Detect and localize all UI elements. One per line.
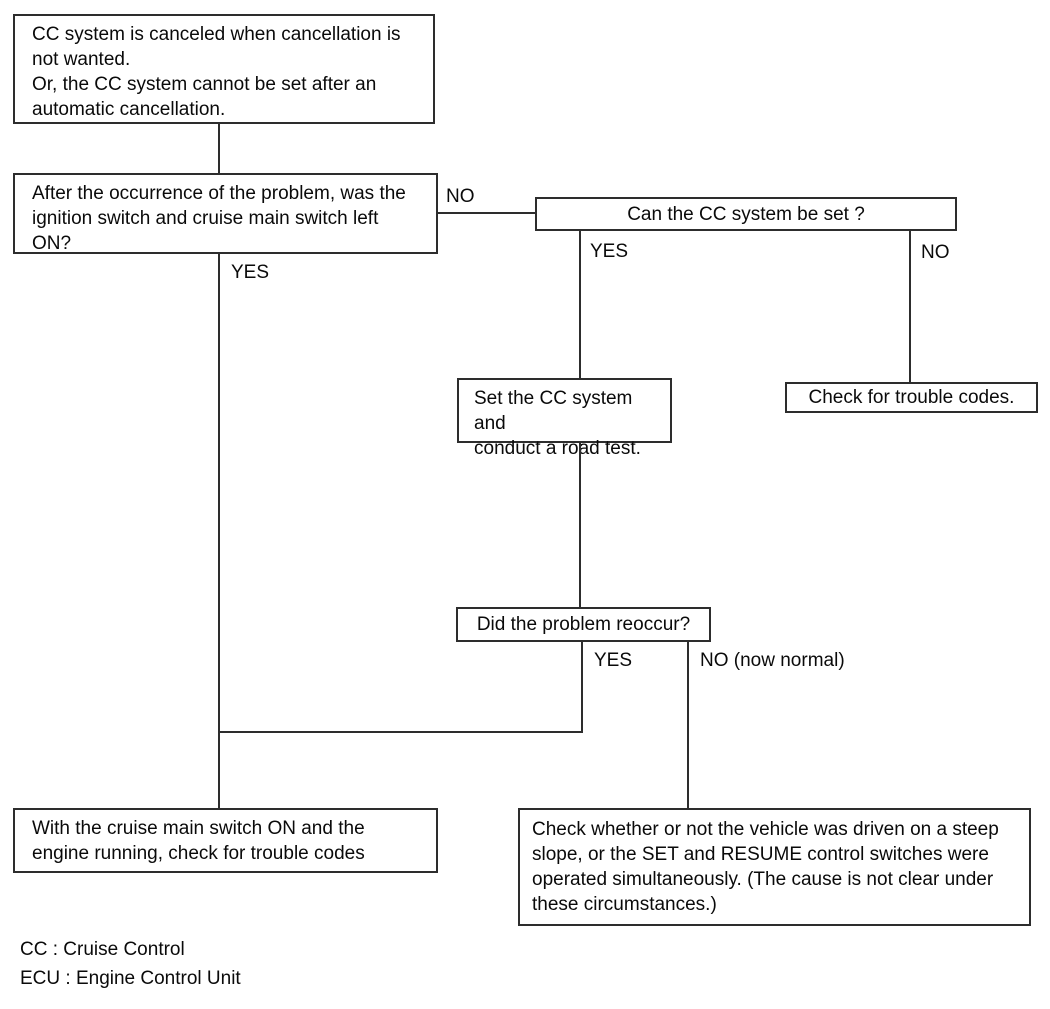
legend-ecu: ECU : Engine Control Unit <box>20 968 241 989</box>
edge-label-ignition-no: NO <box>446 186 475 207</box>
edge-label-reoccur-no: NO (now normal) <box>700 650 845 671</box>
node-question-problem-reoccur: Did the problem reoccur? <box>456 607 711 642</box>
node-check-main-switch-trouble-codes: With the cruise main switch ON and the e… <box>13 808 438 873</box>
node-problem-statement: CC system is canceled when cancellation … <box>13 14 435 124</box>
edge-label-reoccur-yes: YES <box>594 650 633 671</box>
node-set-cc-road-test: Set the CC system and conduct a road tes… <box>457 378 672 459</box>
connector-ignition-no-right <box>438 212 535 214</box>
connector-road-test-to-reoccur <box>579 443 581 607</box>
edge-label-ignition-yes: YES <box>231 262 270 283</box>
connector-can-set-yes-down <box>579 230 581 378</box>
connector-reoccur-yes-down <box>581 641 583 733</box>
node-question-ignition-left-on: After the occurrence of the problem, was… <box>13 173 438 254</box>
node-check-steep-slope: Check whether or not the vehicle was dri… <box>518 808 1031 926</box>
node-check-trouble-codes: Check for trouble codes. <box>785 382 1038 413</box>
connector-problem-to-ignition-question <box>218 124 220 173</box>
edge-label-can-set-no: NO <box>921 242 950 263</box>
connector-can-set-no-down <box>909 230 911 382</box>
node-question-can-cc-be-set: Can the CC system be set ? <box>535 197 957 231</box>
connector-reoccur-yes-left <box>218 731 583 733</box>
connector-ignition-yes-down <box>218 253 220 810</box>
legend-cc: CC : Cruise Control <box>20 939 185 960</box>
connector-reoccur-no-down <box>687 641 689 808</box>
edge-label-can-set-yes: YES <box>590 241 629 262</box>
